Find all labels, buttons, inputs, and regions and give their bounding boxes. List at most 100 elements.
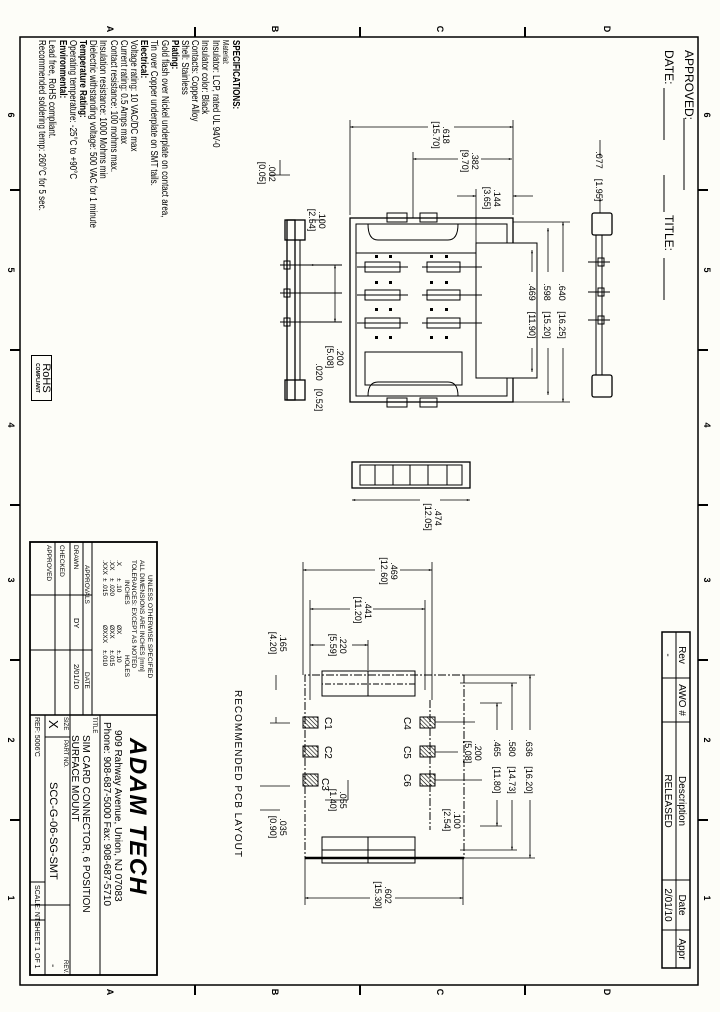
dimension-value-mm: [12.05] — [423, 503, 433, 531]
zone-number: 4 — [702, 422, 712, 427]
pad-label: C2 — [322, 746, 333, 759]
dimension-value: .100 — [317, 211, 327, 229]
dimension-value: .055 — [338, 791, 348, 809]
dimension-value-mm: [15.70] — [431, 121, 441, 149]
pad-c2 — [302, 745, 319, 758]
dimension-value-mm: [3.65] — [482, 187, 492, 210]
company-phone: Phone: 908-687-5000 Fax: 908-687-5710 — [101, 722, 112, 906]
specifications-notes: SPECIFICATIONS: Material: Insulator: LCP… — [36, 40, 241, 228]
zone-number: 3 — [702, 577, 712, 582]
zone-letter: A — [105, 26, 115, 33]
appr-header: Appr — [676, 938, 687, 960]
dimension-value-mm: [0.90] — [268, 816, 278, 839]
dimension-value: .382 — [470, 152, 480, 170]
zone-number: 3 — [6, 577, 16, 582]
zone-letter: C — [435, 26, 445, 33]
pcb-layout-label: RECOMMENDED PCB LAYOUT — [232, 690, 243, 858]
spec-line: Tin over Copper underplate on SMT tails. — [148, 40, 160, 186]
pad-c5 — [419, 745, 436, 758]
rohs-text: RoHS — [40, 363, 52, 393]
dimension-value: .598 — [542, 283, 552, 301]
pad-label: C1 — [322, 717, 333, 730]
dimension-value-mm: [16.20] — [524, 766, 534, 794]
dimension-value: .465 — [492, 739, 502, 757]
tolerance-cell: ØXX — [108, 625, 115, 639]
drawing-title-line1: SIM CARD CONNECTOR, 6 POSITION — [80, 735, 91, 913]
spec-line: Insulator color: Black — [199, 40, 211, 115]
checked-label: CHECKED — [58, 545, 65, 577]
connector-top-view — [349, 212, 538, 408]
pad-c3 — [302, 773, 319, 787]
zone-number: 4 — [6, 422, 16, 427]
scale-field: SCALE: NTS — [33, 885, 40, 926]
spec-line: Operating temperature: -25°C to +90°C — [66, 40, 78, 180]
rev-value: - — [662, 653, 673, 656]
approvals-date-header: DATE — [83, 672, 90, 690]
dimension-value-mm: [11.90] — [527, 312, 537, 339]
size-value: X — [46, 720, 61, 729]
spec-line: Gold flash over Nickel underplate on con… — [158, 40, 170, 218]
description-value: RELEASED — [662, 774, 673, 827]
tolerance-holes: HOLES — [123, 655, 130, 678]
dimension-value-mm: [5.08] — [463, 741, 473, 764]
drawn-label: DRAWN — [72, 545, 79, 570]
tolerance-cell: ± .10 — [115, 578, 122, 593]
dimension-value: .035 — [278, 818, 288, 836]
dimension-value-mm: [14.73] — [507, 766, 517, 794]
pad-c4 — [419, 716, 436, 729]
spec-line: Insulator: LCP, rated UL 94V-0 — [209, 40, 221, 148]
dimension-value-mm: [2.54] — [307, 209, 317, 232]
zone-number: 5 — [6, 267, 16, 272]
dimension-lines-pcb — [260, 562, 535, 905]
approvals-header: APPROVALS — [83, 565, 90, 605]
zone-number: 6 — [702, 112, 712, 117]
tolerance-cell: ± .015 — [101, 578, 108, 596]
approved-label: APPROVED: — [682, 50, 696, 120]
zone-number: 2 — [6, 737, 16, 742]
tolerance-cell: ±.015 — [108, 650, 115, 667]
zone-number: 6 — [6, 112, 16, 117]
rohs-compliant-logo: RoHS COMPLIANT — [31, 355, 52, 401]
dimension-value: .441 — [363, 601, 373, 619]
dimension-value-mm: [16.25] — [557, 311, 567, 339]
tolerance-note: TOLERANCES: EXCEPT AS NOTED — [130, 560, 137, 668]
approved-row-label: APPROVED — [45, 545, 52, 581]
tolerance-note: ALL DIMENSIONS ARE INCHES [mm] — [138, 560, 145, 672]
pad-label: C4 — [401, 717, 412, 730]
sheet-frame — [10, 27, 708, 995]
dimension-value-mm: [1.40] — [328, 789, 338, 812]
rev-label: REV. — [62, 960, 68, 974]
dimension-value-mm: [4.20] — [268, 632, 278, 655]
date-value: 2/01/10 — [662, 888, 673, 922]
dimension-value: .618 — [441, 126, 451, 144]
date-header: Date — [676, 894, 687, 916]
dimension-value: .100 — [452, 811, 462, 829]
drawn-date: 2/01/10 — [72, 664, 81, 689]
sheet-field: SHEET 1 OF 1 — [33, 922, 40, 969]
zone-number: 1 — [702, 895, 712, 900]
spec-line: Voltage rating: 10 VAC/DC max — [127, 40, 139, 152]
dimension-value: .474 — [433, 508, 443, 526]
dimension-value: .200 — [335, 348, 345, 366]
zone-letter: D — [602, 989, 612, 996]
rev-value: - — [47, 964, 58, 967]
spec-line: Contact resistance: 100 mohms max. — [107, 40, 119, 173]
tolerance-cell: ±.010 — [101, 650, 108, 667]
tolerance-inches: INCHES — [123, 580, 130, 605]
tolerance-cell: .XX — [108, 560, 115, 571]
dimension-value-mm: [11.20] — [353, 597, 363, 624]
tolerance-cell: ± .020 — [108, 578, 115, 596]
pad-label: C3 — [319, 778, 330, 791]
environmental-heading: Environmental: — [56, 40, 68, 99]
awo-header: AWO # — [676, 684, 687, 716]
zone-letter: A — [105, 989, 115, 996]
spec-line: Recommended soldering temp: 260°C for 5 … — [36, 40, 48, 211]
revision-block — [661, 631, 691, 969]
title-label: TITLE: — [662, 215, 676, 251]
spec-line: Insulation resistance: 1000 Mohms min — [97, 40, 109, 179]
dimension-value-mm: [0.52] — [314, 389, 324, 412]
dimension-value: .077 — [594, 151, 604, 169]
dimension-value: .469 — [527, 283, 537, 301]
